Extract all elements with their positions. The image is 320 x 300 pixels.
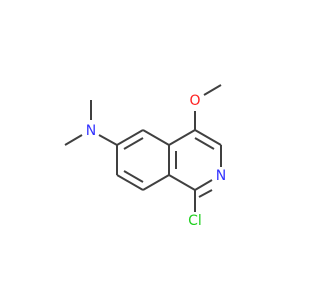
bond-c3-c4 — [194, 129, 222, 146]
atom-label-amine-nitrogen: N — [86, 123, 96, 139]
atom-label-chlorine: Cl — [188, 213, 202, 229]
bond-c8-c8a — [142, 174, 170, 191]
bond-c8a-c1 — [168, 174, 196, 191]
atom-label-oxygen: O — [189, 93, 200, 109]
bond-c5-c6 — [116, 129, 144, 146]
bond-c1-n2 — [194, 179, 213, 191]
bond-c4-c4a — [168, 129, 196, 146]
bond-namine-methyl-left — [64, 134, 83, 146]
atom-label-ring-nitrogen: N — [216, 168, 226, 184]
background — [0, 0, 300, 300]
bond-c4a-c5 — [142, 129, 170, 146]
bond-c6-namine — [98, 134, 118, 146]
atom-labels: N N O Cl — [86, 93, 226, 229]
bond-c7-c8 — [116, 174, 144, 191]
bonds — [64, 84, 222, 212]
molecule-drawing: N N O Cl — [0, 0, 300, 300]
structure-canvas: N N O Cl — [0, 0, 300, 300]
bond-c3-c4-inner — [194, 137, 215, 150]
bond-c5-c6-inner — [123, 137, 144, 150]
bond-o-methyl — [203, 84, 222, 96]
bond-c1-n2-inner — [198, 189, 213, 198]
bond-c7-c8-inner — [123, 170, 144, 183]
